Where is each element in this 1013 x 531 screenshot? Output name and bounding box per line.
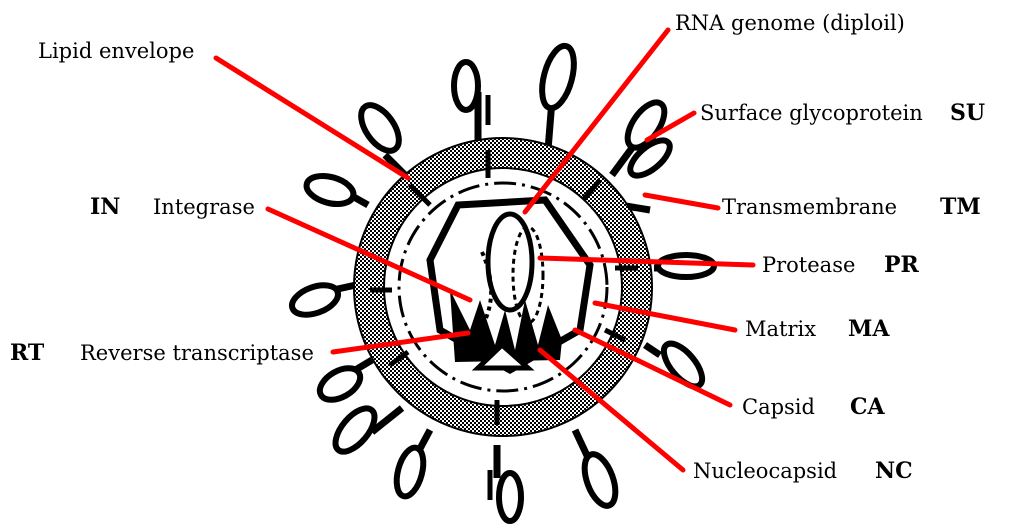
- abbr-matrix: MA: [848, 316, 890, 342]
- lipid-envelope-ring: [369, 153, 637, 421]
- label-integrase: Integrase: [153, 195, 255, 219]
- spike-head: [579, 450, 622, 510]
- label-transmembrane: Transmembrane: [722, 195, 897, 219]
- spike-head: [303, 171, 356, 209]
- spike-stalk: [645, 345, 660, 355]
- label-protease: Protease: [762, 253, 855, 277]
- spike-head: [499, 473, 521, 521]
- label-nucleocapsid: Nucleocapsid: [693, 459, 837, 483]
- label-surface-glycoprotein: Surface glycoprotein: [700, 101, 923, 125]
- label-reverse-transcriptase: Reverse transcriptase: [80, 341, 314, 365]
- spike-head: [536, 42, 580, 111]
- abbr-protease: PR: [884, 252, 920, 278]
- spike-head: [328, 402, 381, 459]
- spike-head: [658, 255, 714, 277]
- spike-head: [392, 445, 428, 500]
- rna-genome: [482, 214, 543, 323]
- abbr-capsid: CA: [850, 394, 886, 420]
- abbr-nucleocapsid: NC: [875, 458, 913, 484]
- label-lipid-envelope: Lipid envelope: [38, 39, 194, 63]
- spike-head: [454, 62, 478, 110]
- spike-head: [314, 362, 365, 407]
- pointer-transmembrane: [645, 195, 718, 208]
- abbr-integrase: IN: [90, 194, 120, 220]
- abbr-transmembrane: TM: [940, 194, 981, 220]
- pointer-protease: [540, 258, 753, 265]
- label-matrix: Matrix: [745, 317, 816, 341]
- spike-head: [288, 280, 342, 321]
- abbr-reverse-transcriptase: RT: [10, 340, 45, 366]
- abbr-surface-glycoprotein: SU: [950, 100, 985, 126]
- label-capsid: Capsid: [742, 395, 815, 419]
- label-rna-genome: RNA genome (diploil): [675, 11, 905, 35]
